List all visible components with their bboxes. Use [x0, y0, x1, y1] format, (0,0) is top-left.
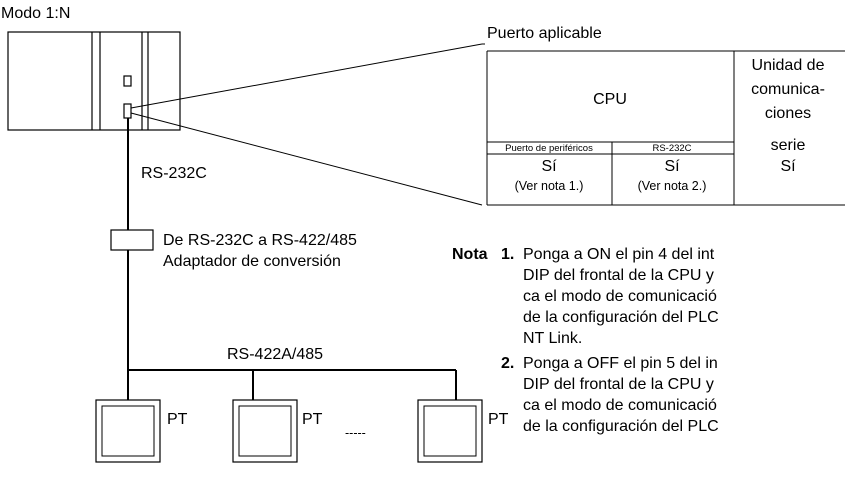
notes-title: Nota — [452, 246, 488, 263]
pt-terminal-2 — [232, 399, 298, 463]
applicable-port-label: Puerto aplicable — [487, 25, 602, 42]
pt-label-2: PT — [302, 411, 323, 428]
value-peripheral: Sí — [541, 158, 557, 175]
cpu-rs232c-port — [123, 103, 132, 119]
value-rs232c: Sí — [664, 158, 680, 175]
port-table — [486, 50, 845, 206]
pt-terminal-1 — [95, 399, 161, 463]
note-2-number: 2. — [501, 355, 514, 372]
mode-title: Modo 1:N — [1, 5, 70, 22]
rs232c-label: RS-232C — [141, 165, 207, 182]
note-1-line-2: DIP del frontal de la CPU y — [523, 267, 714, 284]
cpu-peripheral-port — [123, 75, 132, 87]
adapter-label-line-2: Adaptador de conversión — [163, 253, 341, 270]
unit-header-line-4: serie — [771, 137, 806, 154]
callout-lines — [130, 43, 483, 206]
note-ref-1: (Ver nota 1.) — [515, 179, 584, 193]
cpu-header: CPU — [593, 91, 627, 108]
note-1-line-1: Ponga a ON el pin 4 del int — [523, 246, 715, 263]
note-1-line-3: ca el modo de comunicació — [523, 288, 717, 305]
unit-header-line-1: Unidad de — [752, 57, 825, 74]
pt-label-1: PT — [167, 411, 188, 428]
adapter-label-line-1: De RS-232C a RS-422/485 — [163, 232, 357, 249]
note-2-line-3: ca el modo de comunicació — [523, 397, 717, 414]
note-2-line-1: Ponga a OFF el pin 5 del in — [523, 355, 718, 372]
value-serial-unit: Sí — [780, 158, 796, 175]
unit-header-line-3: ciones — [765, 105, 811, 122]
unit-header-line-2: comunica- — [751, 81, 825, 98]
pt-terminal-3 — [417, 399, 483, 463]
subheader-peripheral: Puerto de periféricos — [505, 143, 593, 154]
conversion-adapter — [110, 229, 154, 251]
note-1-line-4: de la configuración del PLC — [523, 309, 719, 326]
note-2-line-2: DIP del frontal de la CPU y — [523, 376, 714, 393]
dashes: ----- — [345, 426, 366, 440]
note-1-number: 1. — [501, 246, 514, 263]
pt-label-3: PT — [488, 411, 509, 428]
note-1-line-5: NT Link. — [523, 330, 582, 347]
note-2-line-4: de la configuración del PLC — [523, 418, 719, 435]
note-ref-2: (Ver nota 2.) — [638, 179, 707, 193]
subheader-rs232c: RS-232C — [652, 143, 691, 154]
bus-label: RS-422A/485 — [227, 346, 323, 363]
plc-unit — [7, 31, 181, 131]
